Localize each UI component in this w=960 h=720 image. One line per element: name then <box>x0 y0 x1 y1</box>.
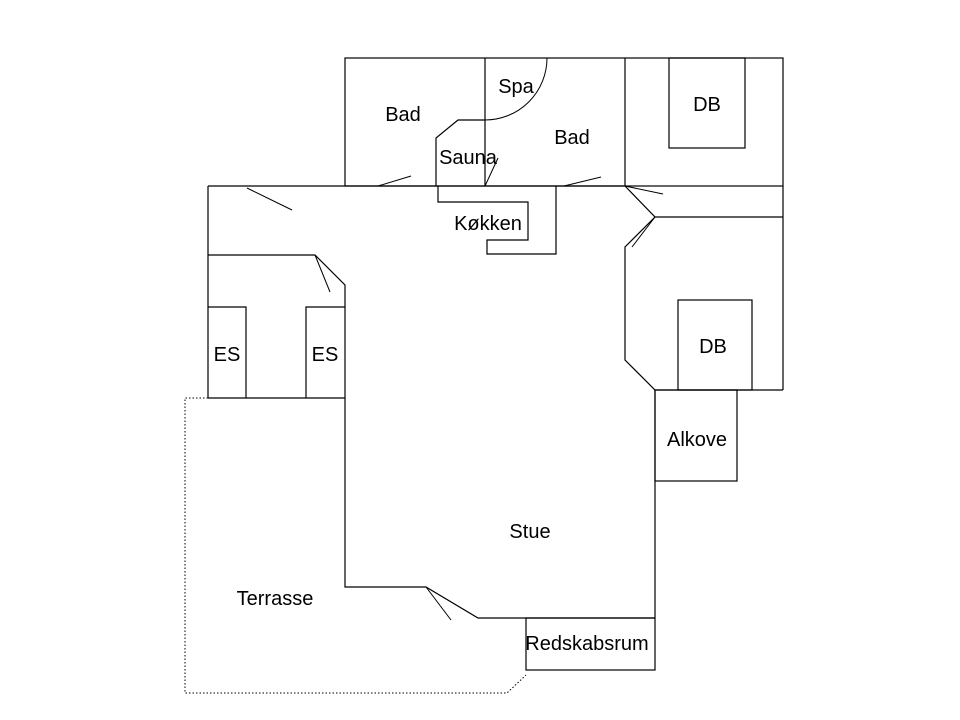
room-label-bad-left: Bad <box>385 104 421 126</box>
koekken-counter <box>437 186 557 255</box>
room-label-alkove: Alkove <box>667 429 727 451</box>
room-label-stue: Stue <box>509 521 550 543</box>
bed-top <box>668 57 746 149</box>
room-label-es-left: ES <box>214 344 241 366</box>
entry-door <box>246 187 293 211</box>
right-block <box>624 185 784 482</box>
db-top-door <box>624 185 664 195</box>
main-block <box>207 185 656 671</box>
room-label-koekken: Køkken <box>454 213 522 235</box>
sauna-wall <box>435 119 485 186</box>
room-label-bad-right: Bad <box>554 127 590 149</box>
bad-right-door <box>563 176 602 187</box>
room-label-sauna: Sauna <box>439 147 498 169</box>
es-door <box>314 254 331 293</box>
sauna-door <box>484 157 499 187</box>
redskabsrum-outline <box>525 617 656 671</box>
spa-arc <box>484 57 548 121</box>
room-label-db-bottom: DB <box>699 336 727 358</box>
bad-left-door <box>377 175 412 187</box>
terrasse-outline <box>184 397 527 694</box>
es-right-wall <box>305 306 345 398</box>
es-left-wall <box>208 306 247 398</box>
room-label-es-right: ES <box>312 344 339 366</box>
room-label-spa: Spa <box>498 76 534 98</box>
room-label-terrasse: Terrasse <box>237 588 314 610</box>
db-bottom-door <box>631 216 656 248</box>
terrasse-door <box>425 586 452 621</box>
room-label-db-top: DB <box>693 94 721 116</box>
stue-wall <box>208 254 655 619</box>
room-label-redskabsrum: Redskabsrum <box>525 633 648 655</box>
